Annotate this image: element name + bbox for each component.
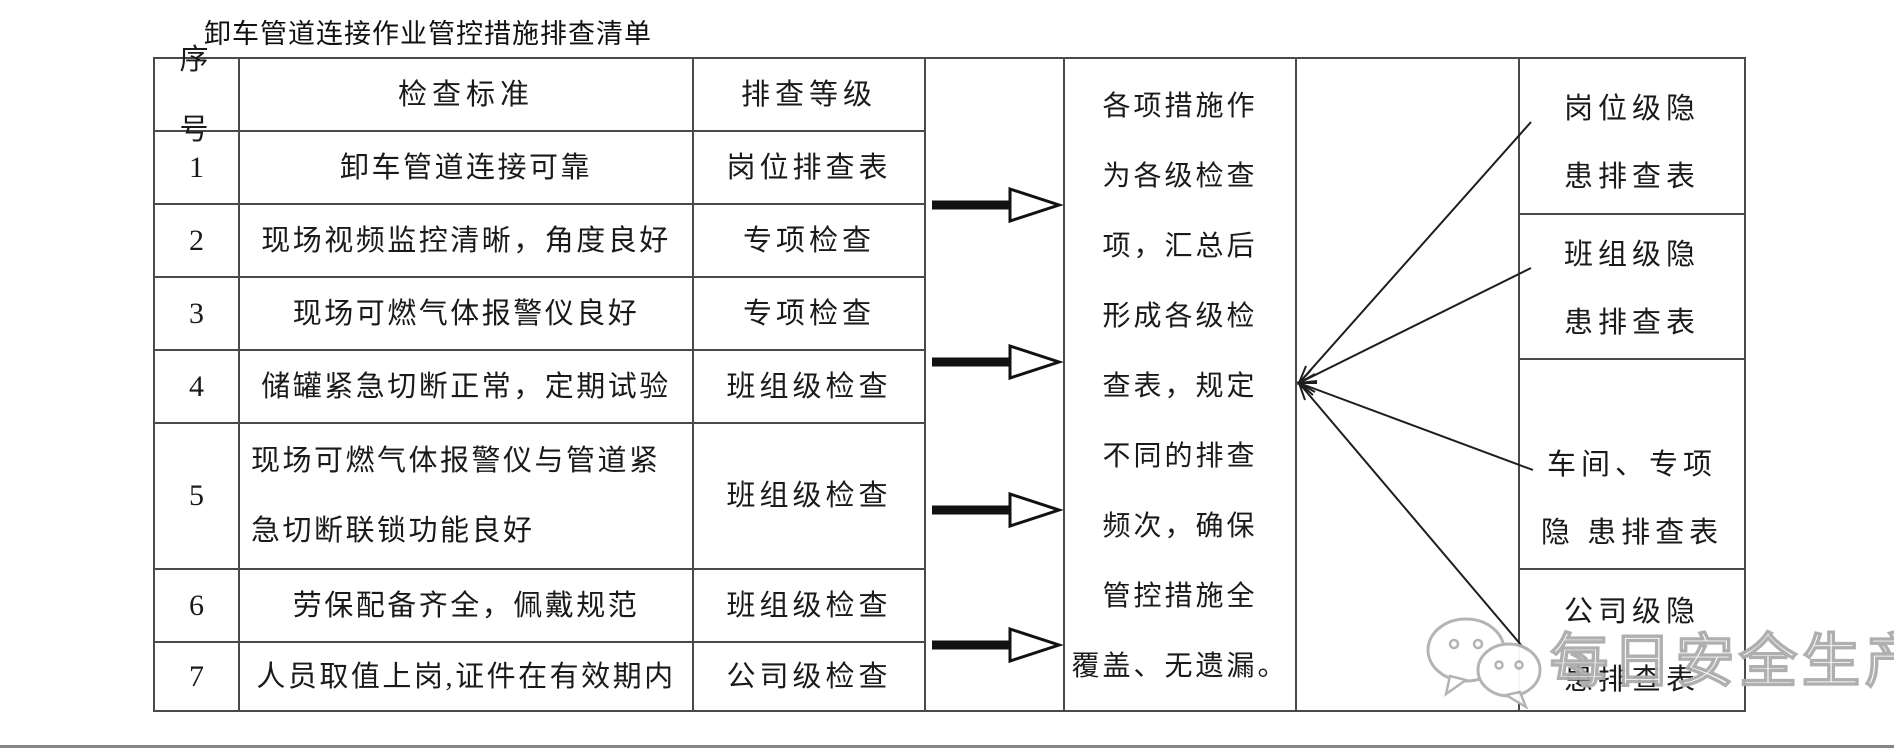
output-box-company-level: 公司级隐 患排查表 [1563,596,1700,696]
row-5-num: 5 [155,424,238,570]
row-1-num: 1 [155,132,238,205]
output-box-post-level: 岗位级隐 患排查表 [1520,59,1744,215]
row-7-standard: 人员取值上岗,证件在有效期内 [256,660,676,693]
header-level: 排查等级 [694,59,924,132]
output-box-team-level: 班组级隐 患排查表 [1520,215,1744,360]
bottom-divider [0,745,1894,748]
row-7-num: 7 [189,659,204,693]
row-2-level: 专项检查 [694,205,924,278]
row-6-standard: 劳保配备齐全，佩戴规范 [240,570,692,643]
row-6-level: 班组级检查 [694,570,924,643]
column-level: 排查等级 岗位排查表 专项检查 专项检查 班组级检查 班组级检查 班组级检查 公… [694,59,926,710]
column-serial: 序号 1 2 3 4 5 6 7 [155,44,240,710]
output-box-workshop-level: 车间、专项 隐 患排查表 [1520,360,1744,570]
row-1-standard: 卸车管道连接可靠 [240,132,692,205]
row-2-standard: 现场视频监控清晰，角度良好 [240,205,692,278]
column-standard: 检查标准 卸车管道连接可靠 现场视频监控清晰，角度良好 现场可燃气体报警仪良好 … [240,59,694,710]
row-4-level: 班组级检查 [694,351,924,424]
row-1-level: 岗位排查表 [694,132,924,205]
row-2-num: 2 [155,205,238,278]
column-fan-lines [1297,59,1520,710]
row-4-standard: 储罐紧急切断正常，定期试验 [240,351,692,424]
summary-paragraph: 各项措施作 为各级检查 项，汇总后 形成各级检 查表，规定 不同的排查 频次，确… [1071,91,1289,682]
checklist-diagram: 序号 1 2 3 4 5 6 7 检查标准 卸车管道连接可靠 现场视频监控清晰，… [153,44,1746,712]
column-flow-arrows [926,59,1065,710]
document-title: 卸车管道连接作业管控措施排查清单 [204,19,652,49]
row-3-num: 3 [155,278,238,351]
column-summary: 各项措施作 为各级检查 项，汇总后 形成各级检 查表，规定 不同的排查 频次，确… [1065,59,1297,710]
header-serial: 序号 [155,44,238,146]
row-7-level: 公司级检查 [726,660,892,693]
watermark: 每日安全生产 [1424,614,1894,709]
watermark-text: 每日安全生产 [1549,628,1894,695]
row-4-num: 4 [155,351,238,424]
row-3-standard: 现场可燃气体报警仪良好 [240,278,692,351]
row-6-num: 6 [155,570,238,643]
row-5-standard: 现场可燃气体报警仪与管道紧 急切断联锁功能良好 [240,424,692,570]
row-3-level: 专项检查 [694,278,924,351]
column-output-boxes: 岗位级隐 患排查表 班组级隐 患排查表 车间、专项 隐 患排查表 公司级隐 患排… [1520,59,1744,710]
row-5-level: 班组级检查 [694,424,924,570]
wechat-icon [1426,617,1542,709]
header-standard: 检查标准 [240,59,692,132]
